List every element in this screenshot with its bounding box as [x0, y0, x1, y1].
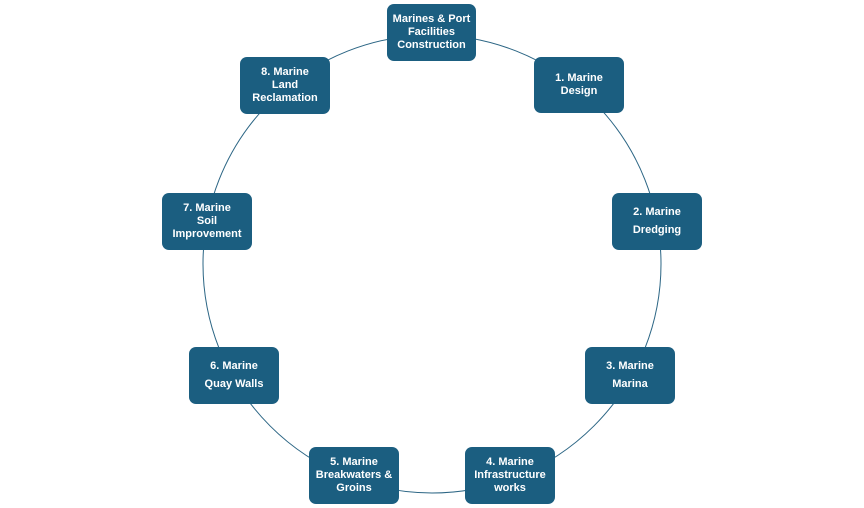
- node-line: 4. Marine: [486, 456, 534, 468]
- node-line: 1. Marine: [555, 72, 603, 84]
- node-marine-dredging: 2. Marine Dredging: [612, 193, 702, 250]
- node-line: Breakwaters &: [315, 469, 393, 481]
- node-line: 7. Marine: [183, 202, 231, 214]
- node-line: Design: [560, 85, 598, 97]
- node-marine-marina: 3. Marine Marina: [585, 347, 675, 404]
- node-line: Reclamation: [252, 92, 318, 104]
- node-line: Marina: [612, 378, 648, 390]
- node-line: 8. Marine: [261, 66, 309, 78]
- node-line: Groins: [336, 482, 372, 494]
- node-line: Improvement: [172, 228, 242, 240]
- node-marine-infrastructure: 4. Marine Infrastructure works: [465, 447, 555, 504]
- node-marine-design: 1. Marine Design: [534, 57, 624, 113]
- node-marine-port-construction: Marines & Port Facilities Construction: [387, 4, 476, 61]
- node-line: Construction: [397, 39, 466, 51]
- node-line: 5. Marine: [330, 456, 378, 468]
- node-line: Soil: [196, 215, 218, 227]
- node-line: Dredging: [632, 224, 682, 236]
- node-marine-soil-improvement: 7. Marine Soil Improvement: [162, 193, 252, 250]
- node-marine-breakwaters: 5. Marine Breakwaters & Groins: [309, 447, 399, 504]
- node-line: 6. Marine: [210, 360, 258, 372]
- node-line: 2. Marine: [633, 206, 681, 218]
- node-line: works: [494, 482, 526, 494]
- node-line: Facilities: [407, 26, 456, 38]
- node-line: Marines & Port: [392, 13, 471, 25]
- node-line: Land: [271, 79, 299, 91]
- node-line: Infrastructure: [474, 469, 546, 481]
- node-marine-land-reclamation: 8. Marine Land Reclamation: [240, 57, 330, 114]
- node-marine-quay-walls: 6. Marine Quay Walls: [189, 347, 279, 404]
- node-line: 3. Marine: [606, 360, 654, 372]
- node-line: Quay Walls: [204, 378, 264, 390]
